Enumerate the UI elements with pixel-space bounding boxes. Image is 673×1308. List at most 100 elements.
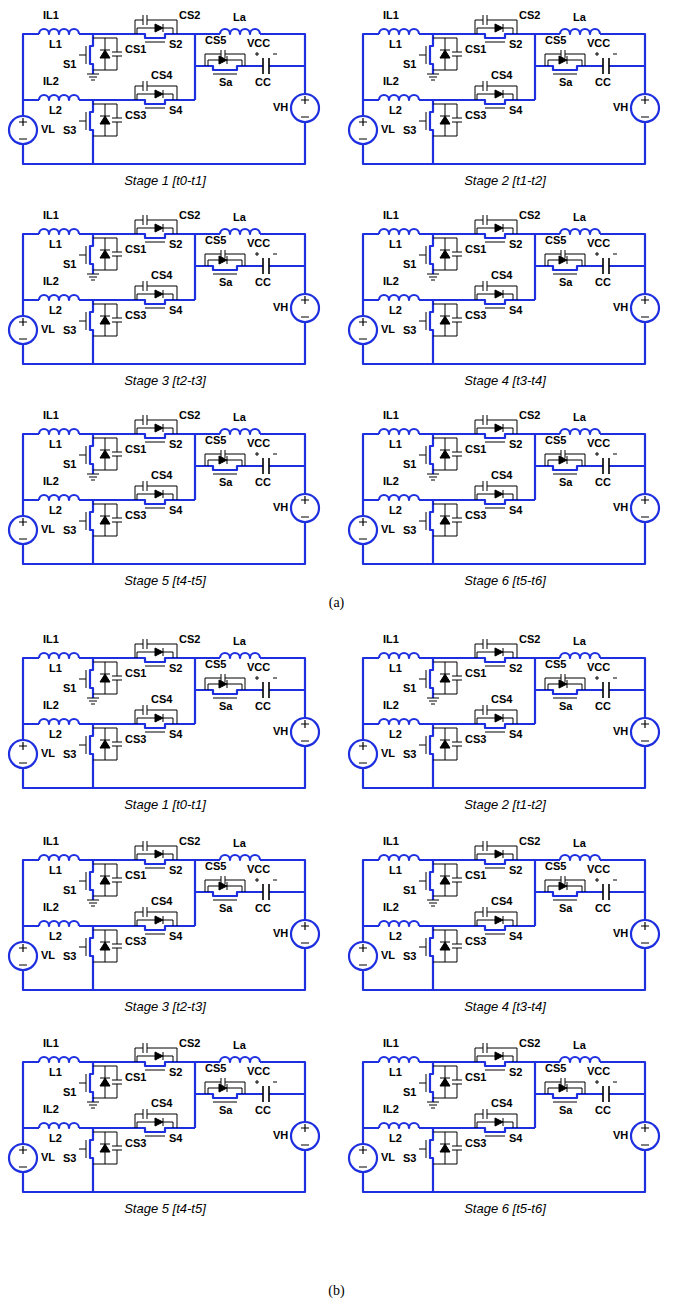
component-label: S3 [63,1153,76,1164]
circuit-wire [641,922,649,943]
component-label: Sa [559,701,572,712]
component-label: IL1 [43,836,59,847]
circuit-wire [90,300,93,364]
circuit-wire [495,224,503,232]
component-label: Sa [219,477,232,488]
component-label: S2 [509,663,522,674]
component-label: IL1 [383,410,399,421]
circuit-wire [359,742,367,763]
component-label: L1 [389,39,402,50]
component-label: IL2 [43,1104,59,1115]
circuit-wire [363,746,645,788]
component-label: IL2 [383,700,399,711]
component-label: CS2 [179,10,200,21]
circuit-wire [135,215,177,242]
stage-circuit [9,215,319,364]
voltage-source-symbol [291,94,319,122]
circuit-wire [603,258,609,274]
stage-circuit [9,1043,319,1192]
component-label: La [233,838,246,849]
circuit-wire [440,250,450,258]
circuit-wire [155,916,163,924]
component-label: La [233,636,246,647]
component-label: CC [595,1105,611,1116]
component-label: IL2 [43,902,59,913]
component-label: VL [381,124,395,135]
component-label: CS2 [519,836,540,847]
circuit-wire [430,500,433,564]
component-label: S3 [63,325,76,336]
component-label: CS3 [465,734,486,745]
circuit-wire [440,1144,450,1152]
component-label: CS1 [465,244,486,255]
component-label: CS4 [151,694,172,705]
voltage-source-symbol [291,494,319,522]
voltage-source-symbol [631,94,659,122]
circuit-wire [100,116,110,124]
component-label: CS1 [465,444,486,455]
stage-caption: Stage 4 [t3-t4] [345,374,665,387]
component-label: S2 [169,439,182,450]
circuit-wire [87,900,99,906]
component-label: CC [595,903,611,914]
component-label: La [573,838,586,849]
stage-circuit [349,415,659,564]
component-label: La [573,1040,586,1051]
circuit-wire [79,434,195,438]
circuit-wire [559,256,567,264]
circuit-wire [23,746,305,788]
component-label: CS5 [545,435,566,446]
circuit-wire [363,122,645,164]
circuit-wire [419,864,462,896]
component-label: S4 [169,1133,182,1144]
circuit-wire [195,29,305,94]
circuit-wire [641,720,649,741]
component-label: S1 [403,59,416,70]
component-label: L1 [49,663,62,674]
circuit-wire [419,300,535,304]
component-label: CS1 [125,870,146,881]
component-label: CS1 [125,668,146,679]
circuit-wire [219,680,227,688]
component-label: Sa [559,903,572,914]
circuit-wire [440,674,450,682]
circuit-wire [79,234,195,238]
circuit-wire [363,295,419,300]
stage-circuit [349,1043,659,1192]
component-label: S3 [63,525,76,536]
circuit-wire [641,496,649,517]
stage-circuit [349,841,659,990]
component-label: CS1 [465,44,486,55]
circuit-wire [535,1057,645,1122]
component-label: S3 [403,125,416,136]
component-label: CS2 [519,10,540,21]
component-label: CS4 [491,694,512,705]
circuit-wire [255,676,277,680]
component-label: L1 [49,39,62,50]
circuit-wire [100,50,110,58]
circuit-wire [79,300,195,304]
circuit-wire [475,1043,517,1070]
circuit-wire [545,876,585,900]
circuit-wire [363,855,419,942]
component-label: CC [255,701,271,712]
circuit-wire [23,1150,305,1192]
component-label: Sa [559,77,572,88]
component-label: L2 [389,729,402,740]
circuit-wire [135,907,177,934]
circuit-wire [363,719,419,724]
circuit-wire [79,658,195,662]
component-label: S2 [509,39,522,50]
component-label: La [233,12,246,23]
circuit-wire [301,96,309,117]
circuit-wire [495,1052,503,1060]
component-label: CS1 [465,870,486,881]
circuit-wire [475,481,517,508]
circuit-wire [23,1057,79,1144]
component-label: VL [381,524,395,535]
component-label: CS3 [465,310,486,321]
circuit-wire [535,229,645,294]
voltage-source-symbol [291,294,319,322]
circuit-wire [427,474,439,480]
circuit-wire [301,1124,309,1145]
